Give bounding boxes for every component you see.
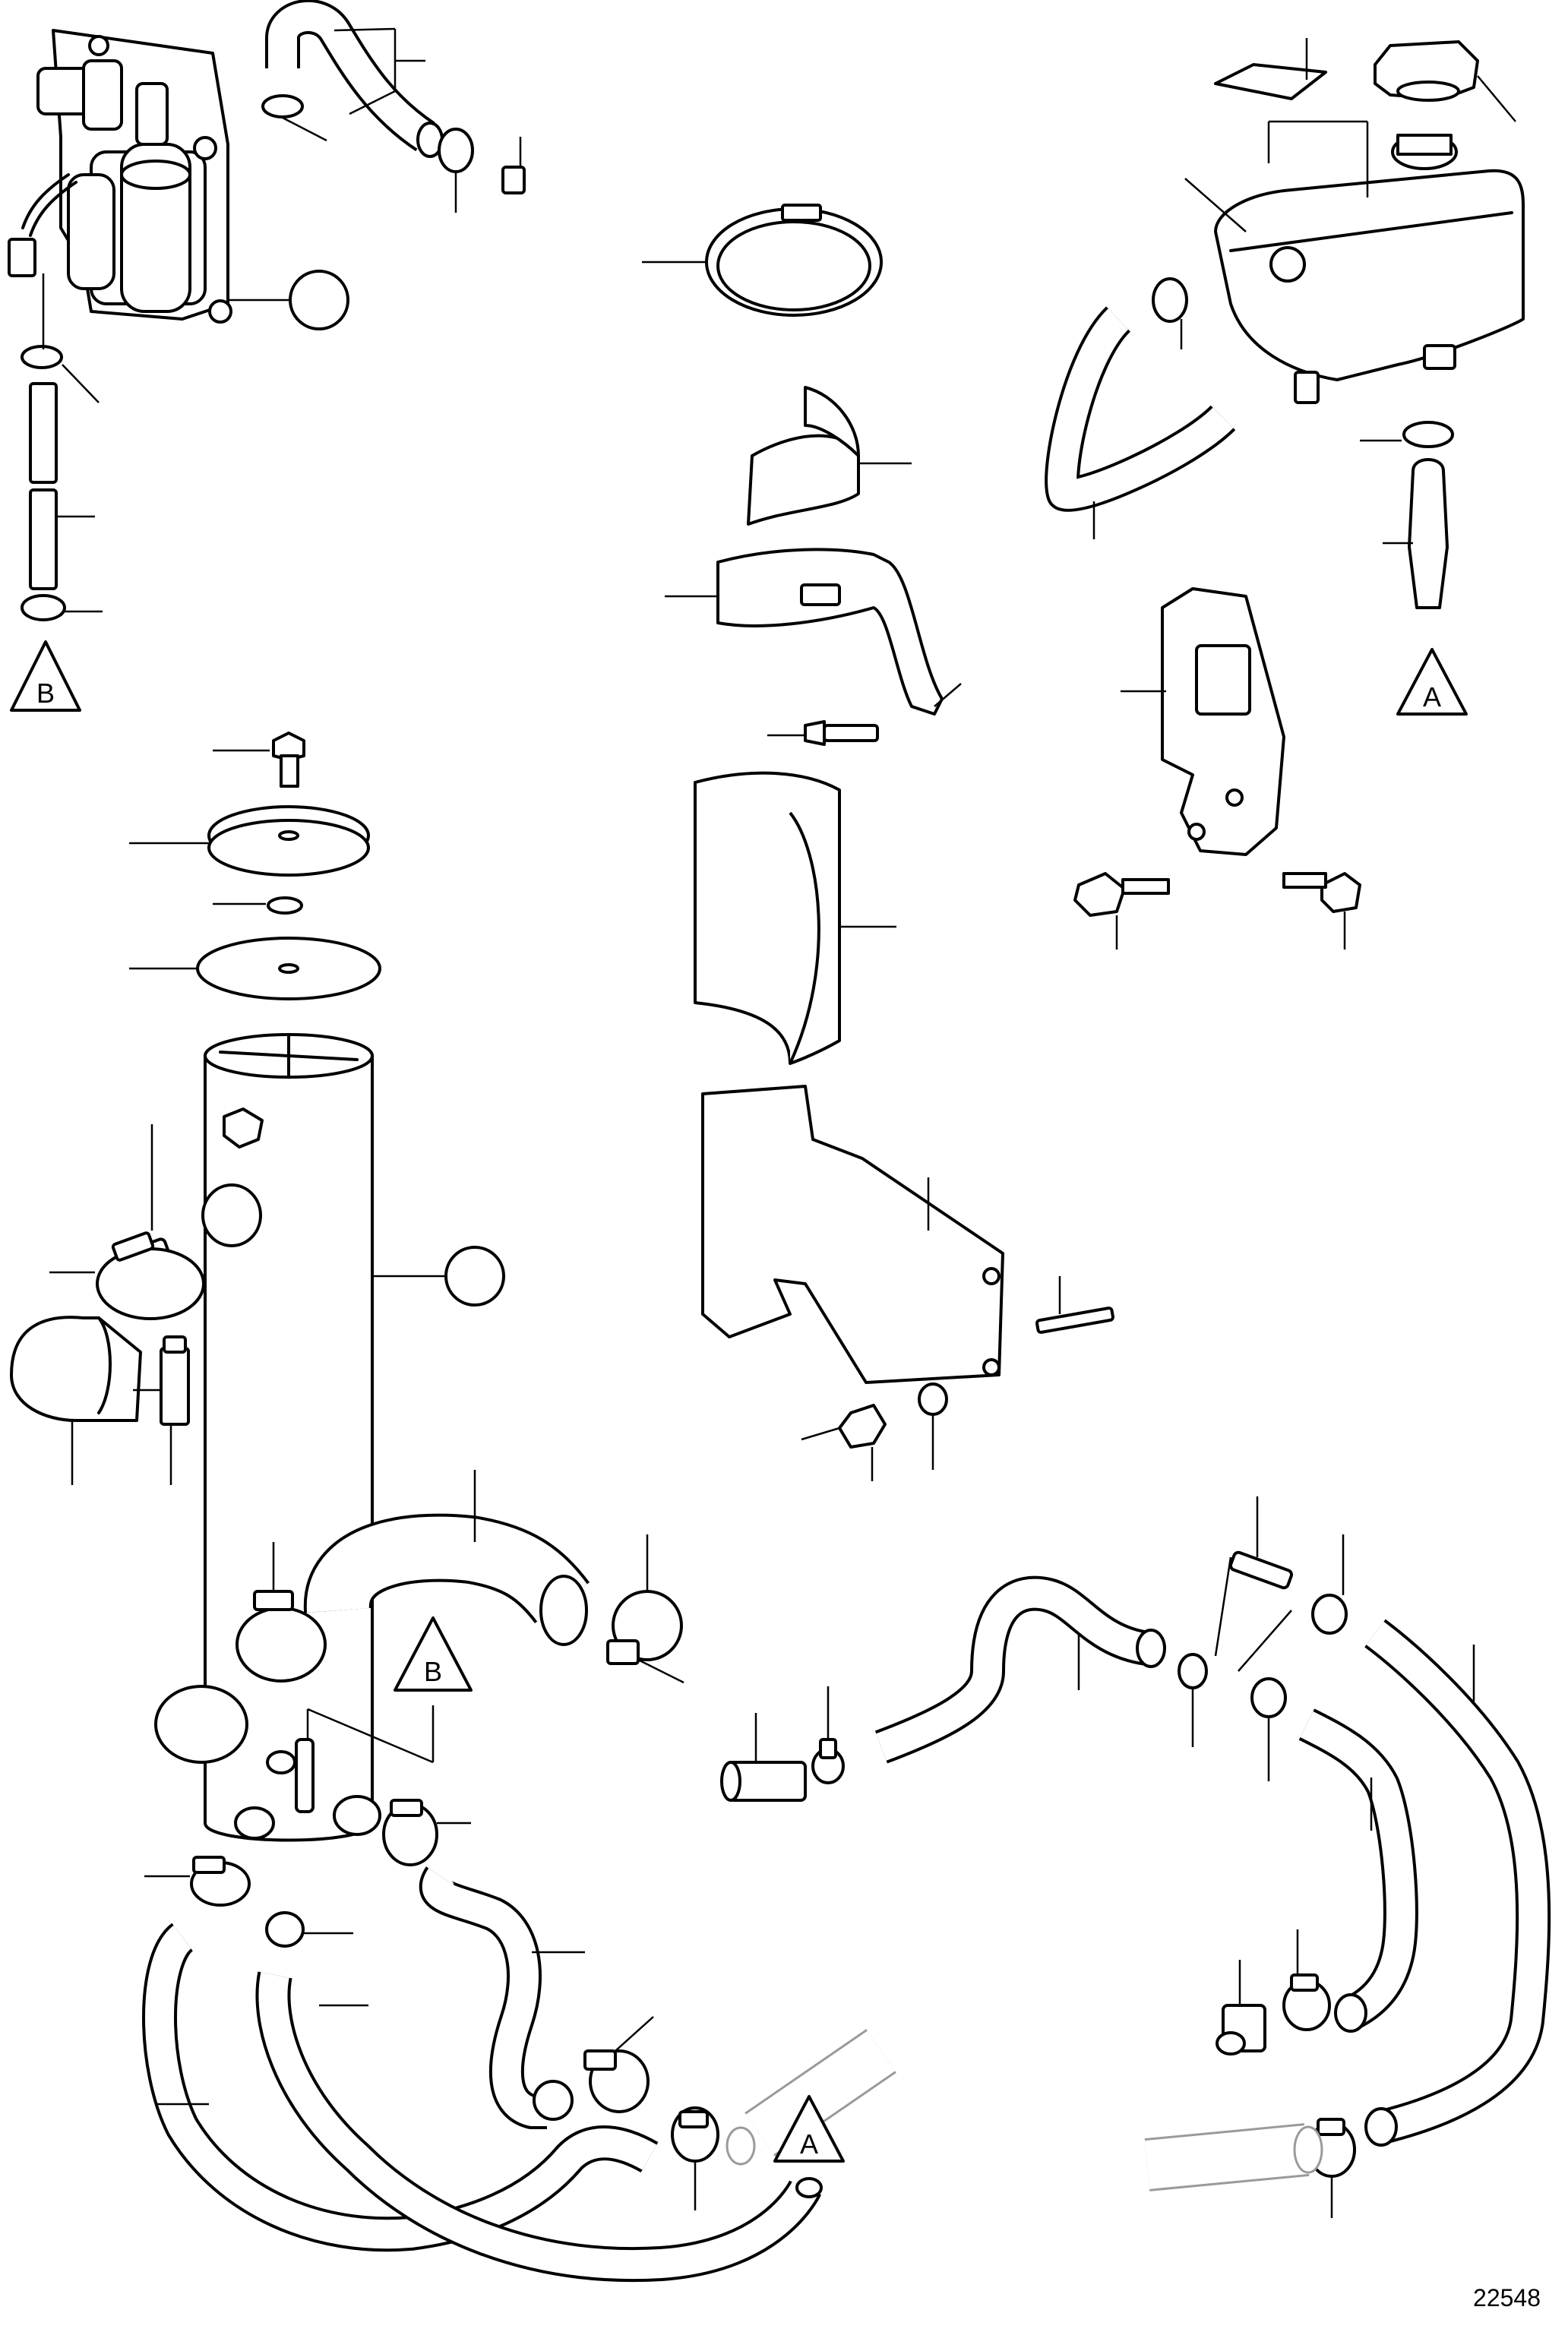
circulation-pump-assembly [8, 29, 232, 324]
nut-and-washer-bracket [801, 1382, 948, 1481]
clamping-band [642, 204, 883, 317]
filler-cap [1374, 40, 1516, 122]
long-hose-left [142, 1923, 659, 2252]
elbow-hose [10, 1316, 142, 1485]
hose-to-b [21, 273, 103, 621]
intake-curved-hose [303, 1470, 590, 1646]
ref-label-a-top: A [1423, 681, 1441, 713]
engine-pipe-left [726, 2029, 896, 2166]
right-hose-clamp-a [1178, 1653, 1208, 1747]
ref-label-b-top: B [36, 678, 55, 709]
decal-label [1214, 38, 1369, 197]
hose-clamp-top-1 [261, 94, 327, 142]
engine-pipe-right [1144, 2123, 1323, 2191]
expansion-tank [1184, 134, 1525, 404]
ref-label-a-bottom: A [800, 2128, 818, 2160]
right-hose-long-s [874, 1575, 1166, 1764]
right-hose-u-outer [1364, 1619, 1551, 2147]
hose-clamp-lower-left [144, 1856, 251, 1907]
right-hose-u-inner [1298, 1708, 1418, 2033]
tank-bracket [1121, 587, 1285, 856]
tank-overflow-hose [1045, 306, 1236, 539]
bracket-strap-upper [665, 548, 962, 716]
tank-bracket-bolts [1073, 872, 1361, 950]
stud-bolt [1035, 1276, 1114, 1334]
hose-clamp-near-a [671, 2106, 719, 2210]
temperature-sensor [133, 1335, 190, 1485]
hose-clamp-tank-2 [1360, 421, 1454, 448]
hose-clamp-top-2 [438, 128, 474, 213]
right-lower-fitting [1216, 1960, 1266, 2056]
reference-triangle-a-bottom: A [773, 2095, 845, 2163]
right-fitting-union [720, 1713, 807, 1802]
intake-hose-clamp [606, 1534, 684, 1684]
lower-outlet-sleeve [154, 1685, 248, 1764]
reference-triangle-b-top: B [10, 640, 81, 712]
right-hose-clamp-small [811, 1686, 845, 1784]
rubber-strip-small [747, 386, 912, 526]
curved-hose-center [419, 1866, 585, 2129]
hose-clamp-lower-mid [265, 1911, 353, 1948]
bleed-nipple-top [501, 137, 526, 194]
bracket-strap-lower [701, 1085, 1004, 1384]
long-hose-middle [255, 1971, 823, 2283]
cover-bolt [213, 732, 305, 788]
side-outlet-sleeve [201, 1183, 262, 1247]
figure-number: 22548 [1473, 2284, 1541, 2311]
upper-outlet-clamp [236, 1542, 327, 1683]
bottom-fittings [234, 1738, 381, 1840]
hose-clamp-tank-1 [1152, 277, 1188, 349]
tank-lower-hose [1383, 458, 1449, 609]
right-bleed-valve [1214, 1496, 1294, 1672]
right-hose-clamp-b [1311, 1534, 1348, 1635]
reference-circle-pump [228, 270, 349, 330]
right-hose-clamp-c [1250, 1677, 1287, 1781]
hose-clamp-center-bottom [583, 2016, 654, 2113]
hose-clamp-lower-right [382, 1799, 471, 1866]
cover-plate-top [129, 805, 370, 877]
gasket-plate [129, 937, 381, 1000]
right-lower-clamp-1 [1282, 1929, 1331, 2031]
bolt-upper-bracket [767, 720, 879, 746]
sealing-washer [213, 896, 303, 915]
ref-label-b-middle: B [424, 1656, 442, 1687]
reference-triangle-a-top: A [1396, 648, 1468, 716]
bypass-hose-top [265, 0, 444, 158]
rubber-strip-large [694, 771, 896, 1065]
side-hose-clamp [49, 1231, 205, 1320]
exchanger-housing [204, 1033, 505, 1842]
